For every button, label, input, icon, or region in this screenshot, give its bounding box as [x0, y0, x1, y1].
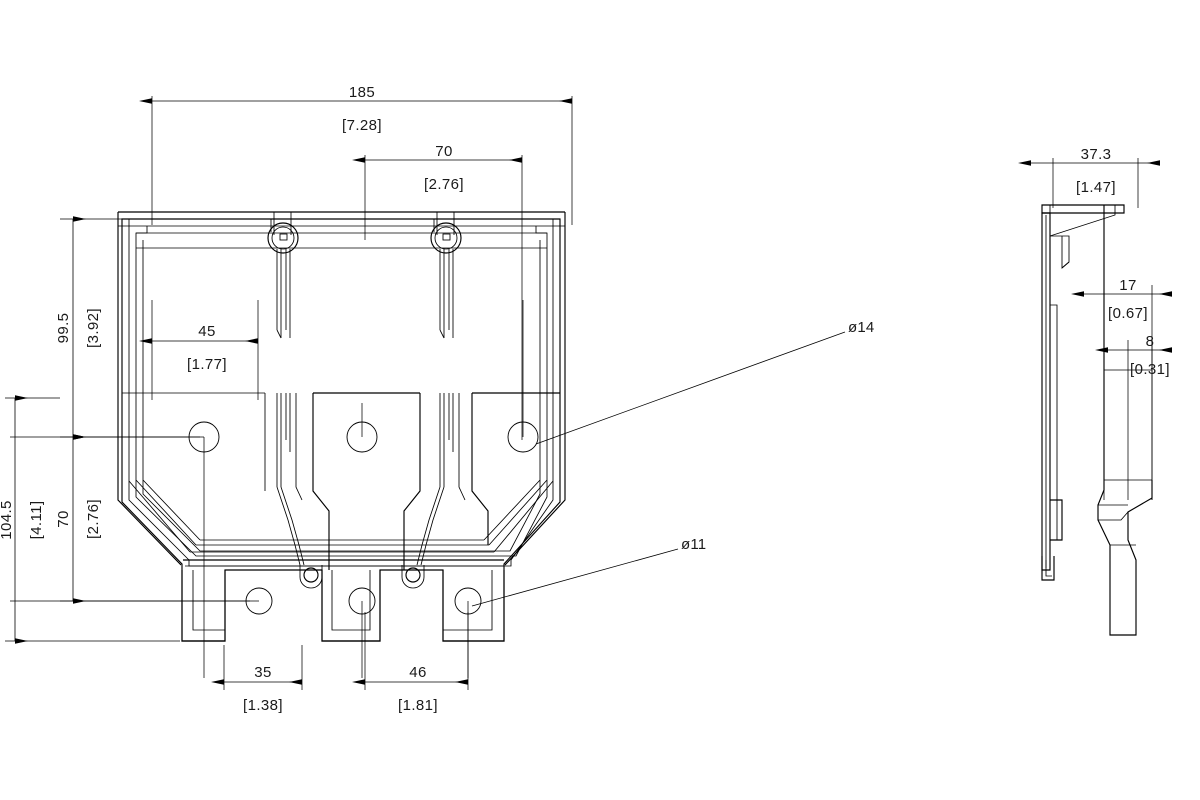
dim-70-left-group: 70 [2.76] [55, 434, 250, 604]
front-clip-tab-left [267, 212, 299, 339]
side-gusset-rib [1050, 235, 1070, 269]
front-foot-right-inner [443, 570, 493, 631]
front-right-flange-notch [552, 219, 565, 227]
callout-dia-11-group: ø11 [471, 536, 706, 607]
dim-70-top-alt: [2.76] [424, 176, 464, 193]
dim-17-alt: [0.67] [1108, 305, 1148, 322]
front-right-diagonal-3 [493, 480, 554, 553]
dim-46-alt: [1.81] [398, 697, 438, 714]
dim-35-alt: [1.38] [243, 697, 283, 714]
side-mid-step-band [1050, 499, 1063, 541]
front-inner-profile-1 [128, 225, 554, 567]
front-sep-left-c [295, 393, 303, 501]
side-mid-step-upper [1050, 304, 1058, 500]
dim-70-top-group: 70 [2.76] [352, 143, 523, 440]
front-arm-right-2 [420, 486, 445, 566]
side-gusset-rib-2 [1061, 261, 1070, 269]
side-view [1041, 204, 1153, 636]
front-foot-left [181, 570, 226, 642]
front-left-flange [117, 212, 182, 566]
dim-37-3-value: 37.3 [1081, 146, 1112, 163]
dim-17-value: 17 [1119, 277, 1137, 294]
dim-8-group: 8 [0.31] [1095, 333, 1172, 500]
callout-dia-11-label: ø11 [681, 536, 706, 553]
dim-46-group: 46 [1.81] [352, 612, 469, 714]
front-eyelet-right [401, 565, 425, 589]
front-foot-mid [321, 570, 381, 642]
dim-99-5-alt: [3.92] [85, 308, 102, 348]
front-right-diagonal [483, 479, 541, 541]
side-foot [1041, 556, 1055, 581]
dim-99-5-group: 99.5 [3.92] [55, 216, 200, 440]
front-left-diagonal-3 [128, 480, 191, 553]
dim-35-group: 35 [1.38] [211, 645, 303, 714]
dim-185-alt: [7.28] [342, 117, 382, 134]
dim-99-5-value: 99.5 [55, 313, 72, 344]
front-left-diagonal [142, 479, 201, 541]
front-sep-right-c [458, 393, 466, 501]
dim-185-group: 185 [7.28] [139, 84, 573, 225]
front-left-flange-notch [118, 219, 130, 227]
dim-70-left-value: 70 [55, 510, 72, 528]
dim-104-5-alt: [4.11] [28, 501, 45, 540]
front-arm-left [276, 486, 301, 566]
side-leg-profile [1097, 205, 1153, 636]
side-leg-profile-inner-3 [1098, 511, 1129, 521]
dim-70-top-value: 70 [435, 143, 453, 160]
dim-45-alt: [1.77] [187, 356, 227, 373]
front-right-diagonal-2 [488, 479, 548, 546]
front-web-panel [142, 240, 541, 552]
callout-dia-14-group: ø14 [535, 319, 874, 445]
front-eyelet-left [299, 565, 323, 589]
front-right-flange [504, 212, 566, 566]
dim-104-5-group: 104.5 [4.11] [0, 395, 180, 644]
dim-35-value: 35 [254, 664, 272, 681]
side-gusset [1049, 205, 1116, 237]
dim-185-value: 185 [349, 84, 375, 101]
dim-104-5-value: 104.5 [0, 500, 15, 540]
dim-37-3-group: 37.3 [1.47] [1018, 146, 1160, 208]
front-foot-right [442, 570, 505, 642]
dim-8-value: 8 [1146, 333, 1155, 350]
dim-45-value: 45 [198, 323, 216, 340]
front-view [10, 211, 566, 678]
front-left-step [136, 226, 148, 234]
front-right-step [535, 226, 547, 234]
front-right-pocket [471, 393, 489, 545]
dim-8-alt: [0.31] [1130, 361, 1170, 378]
front-foot-mid-inner [331, 570, 371, 631]
dim-45-group: 45 [1.77] [139, 300, 259, 400]
front-arm-left-2 [280, 486, 305, 566]
front-left-diagonal-2 [135, 479, 197, 546]
front-foot-left-inner [192, 570, 225, 631]
side-top-flange [1041, 204, 1125, 214]
dim-46-value: 46 [409, 664, 427, 681]
callout-dia-14-label: ø14 [848, 319, 874, 336]
dim-37-3-alt: [1.47] [1076, 179, 1116, 196]
front-center-rib [312, 393, 330, 570]
front-clip-tab-right [430, 212, 462, 339]
dim-70-left-alt: [2.76] [85, 499, 102, 539]
front-arm-right [416, 486, 441, 566]
front-center-rib-right [403, 393, 421, 570]
front-outer-profile [121, 218, 561, 642]
side-foot-inner [1045, 560, 1052, 577]
